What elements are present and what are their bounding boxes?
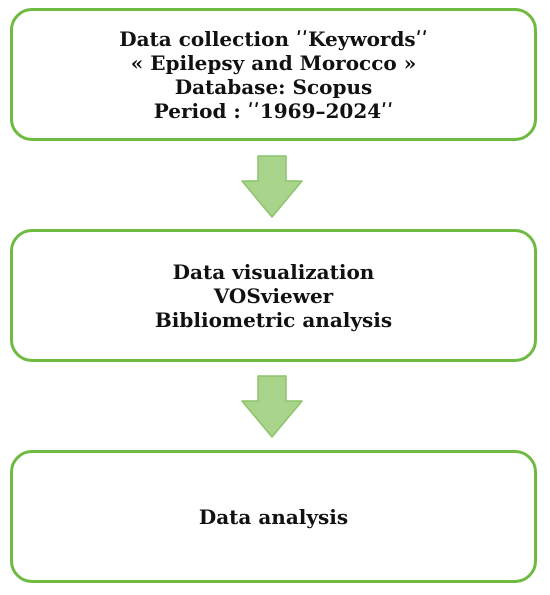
box-1-line-1: Data collection ʹʹKeywordsʹʹ [119,26,428,51]
box-1-line-2: « Epilepsy and Morocco » [130,50,417,75]
box-1-line-4: Period : ʹʹ1969–2024ʹʹ [153,98,394,123]
data-analysis-box: Data analysis [10,450,537,583]
data-collection-box: Data collection ʹʹKeywordsʹʹ « Epilepsy … [10,8,537,141]
box-3-line-1: Data analysis [198,504,349,529]
down-arrow-icon [241,375,303,438]
box-2-line-2: VOSviewer [213,283,334,308]
box-1-line-3: Database: Scopus [174,74,373,99]
data-visualization-box: Data visualization VOSviewer Bibliometri… [10,229,537,362]
box-2-line-1: Data visualization [172,259,375,284]
box-2-line-3: Bibliometric analysis [154,307,393,332]
down-arrow-icon [241,155,303,218]
